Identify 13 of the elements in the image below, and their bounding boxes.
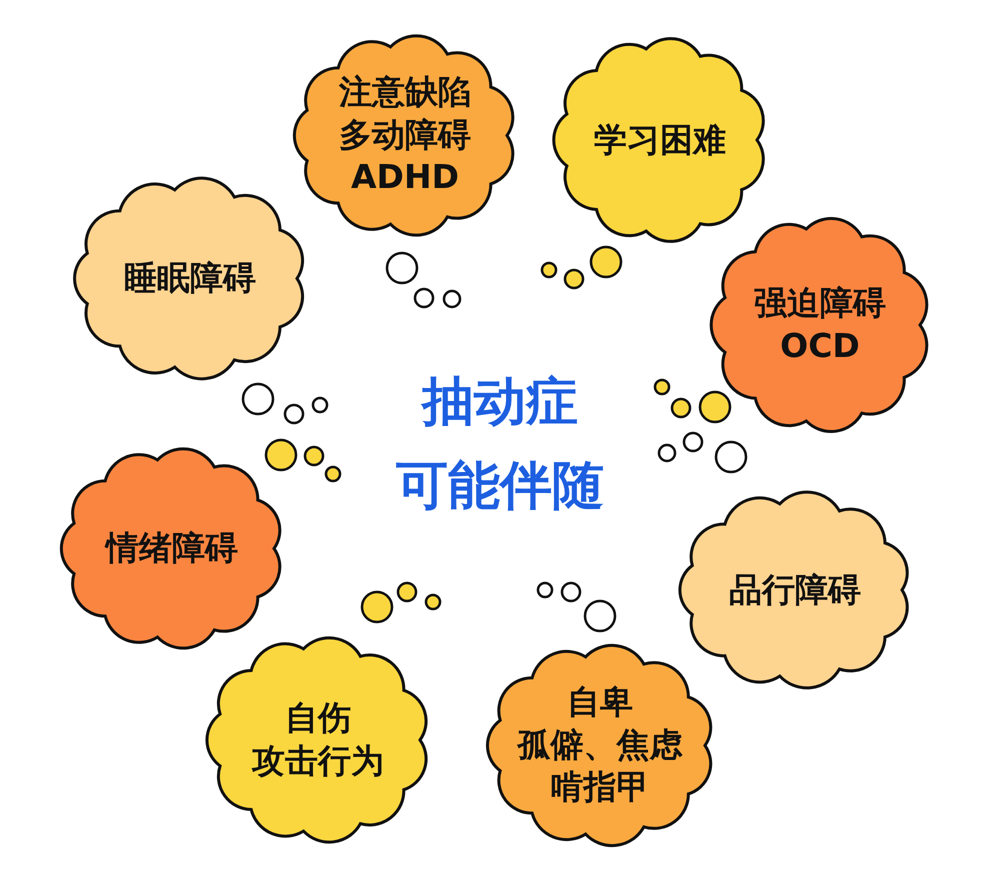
cloud-text: 攻击行为 xyxy=(252,740,384,782)
center-heading: 可能伴随 xyxy=(396,455,604,518)
cloud-text: 啃指甲 xyxy=(550,766,650,808)
cloud-text: 自伤 xyxy=(285,697,351,740)
cloud-text: 强迫障碍OCD xyxy=(753,282,887,367)
cloud-text: 孤僻、焦虑 xyxy=(518,724,682,766)
cloud-text: 学习困难 xyxy=(594,118,726,161)
cloud-text: 自卑 xyxy=(567,680,633,723)
cloud-text: 睡眠障碍 xyxy=(124,256,256,299)
cloud-text: 注意缺陷多动障碍ADHD xyxy=(338,70,472,198)
cloud-text: 情绪障碍 xyxy=(106,526,238,569)
cloud-text: 品行障碍 xyxy=(729,568,861,611)
center-heading: 抽动症 xyxy=(422,371,578,434)
